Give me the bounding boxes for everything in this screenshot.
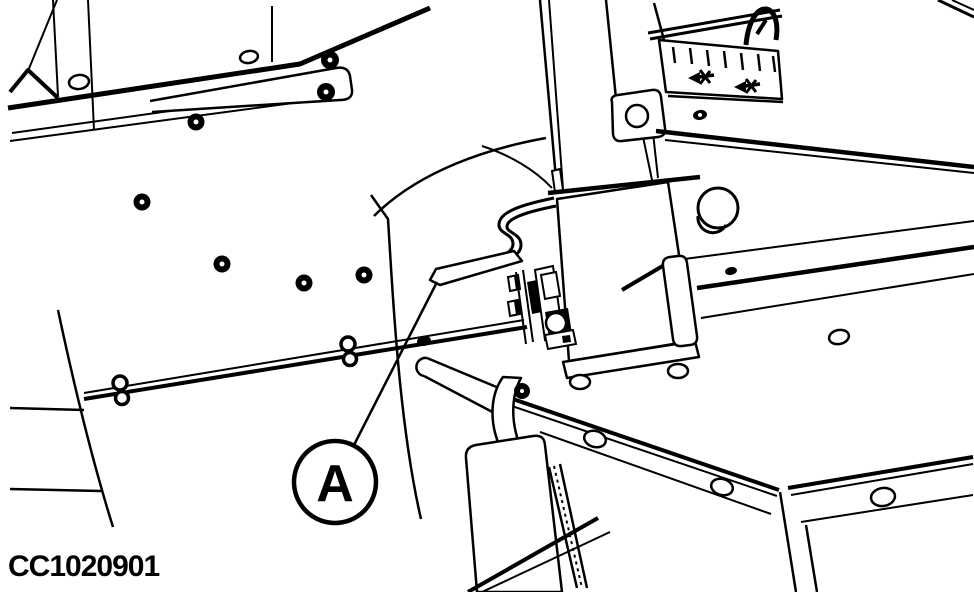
bracket-edge-strip [661,254,699,348]
grommet [696,186,740,235]
ledge-bar [415,356,507,418]
rod-clip [111,374,131,407]
platform-edge [503,394,974,592]
hanger-strap [547,463,589,589]
mounting-lug [610,88,974,181]
figure-code-label: CC1020901 [8,550,159,583]
pivot-bolt [514,383,530,399]
pivot-and-pedal [415,356,611,592]
control-bracket [506,180,701,391]
throttle-quadrant-plate [647,2,784,104]
panel-rivets [133,51,373,292]
lever-part-a [428,249,524,287]
control-rod [83,319,528,407]
arrow-left-cross-icon [688,69,715,85]
arrow-left-cross-icon [734,78,761,94]
callout-letter: A [316,455,354,513]
callout-a: A [291,281,439,526]
cable-clamp-assembly [506,264,578,351]
callout-circle [291,438,379,526]
corner-panel-lines [937,0,974,19]
fender-rails [661,220,974,348]
rod-clip [339,335,359,368]
console-edges [369,136,553,520]
fender-arc [9,309,115,528]
scale-ticks [671,46,777,73]
pedal-cover [464,434,564,592]
floor-step-edge [467,516,611,592]
lever-handle-loop [743,6,780,46]
callout-leader-line [352,281,439,446]
left-panel-edges [7,0,431,142]
